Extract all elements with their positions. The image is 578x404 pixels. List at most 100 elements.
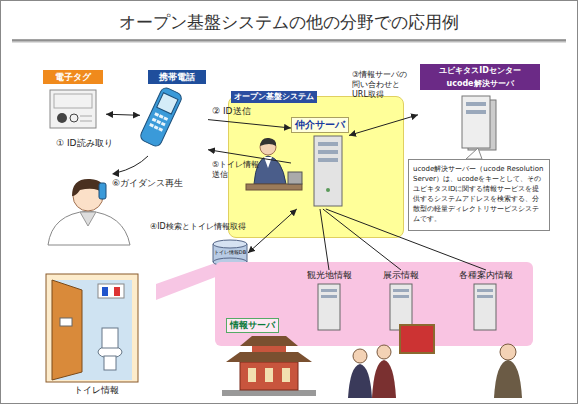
operator-head <box>260 139 276 155</box>
server-slot <box>321 295 337 298</box>
node-text: 仲介サーバ <box>291 117 349 133</box>
node-text: ユビキタスIDセンター <box>420 64 540 77</box>
toilet-seat <box>98 346 122 358</box>
phone-screen <box>157 93 178 114</box>
connector <box>208 120 291 128</box>
visitor-head <box>353 349 367 363</box>
visitor-head <box>377 345 391 359</box>
tag-line <box>80 116 92 117</box>
sign-woman <box>114 287 120 296</box>
sign-man <box>102 287 108 296</box>
callout-box: ucode解決サーバー（ucode Resolution Server）は、uc… <box>408 159 550 231</box>
callout-number: ⑥ガイダンス再生 <box>112 178 183 189</box>
node-text: トイレ情報DB <box>212 249 248 255</box>
phone-key <box>149 123 154 127</box>
connector <box>326 209 486 270</box>
guidance-arrow <box>112 156 148 177</box>
tag-field <box>54 94 92 108</box>
phone-at-ear <box>99 183 106 199</box>
visitor-body <box>348 364 372 398</box>
server-back <box>468 100 496 150</box>
visitor-head <box>500 344 516 360</box>
temple-window <box>282 368 290 382</box>
ucode-server-illustration <box>462 96 496 150</box>
person-on-phone <box>48 179 130 245</box>
tag-antenna <box>70 114 78 122</box>
title-shadow <box>12 40 566 43</box>
phone-key <box>163 116 168 120</box>
callout-number: ① ID読み取り <box>56 138 113 149</box>
connector <box>208 150 291 163</box>
person-hair <box>72 179 104 196</box>
server-slot <box>466 102 486 106</box>
toilet-sign <box>98 284 124 298</box>
temple-window <box>248 368 256 382</box>
tag-line <box>80 121 92 122</box>
temple-upper <box>252 346 286 352</box>
node-text: ucode解決サーバ <box>420 77 540 90</box>
broker-server-illustration <box>314 136 342 206</box>
info-server-node: 各種案内情報 <box>446 270 526 336</box>
temple-illustration <box>222 336 316 396</box>
person-head <box>73 181 103 211</box>
open-door <box>52 280 82 380</box>
tag-chip <box>57 113 67 123</box>
connector <box>323 209 401 270</box>
info-server-region: 情報サーバ観光地情報展示情報各種案内情報 <box>215 262 533 346</box>
server-slot <box>477 289 493 292</box>
temple-roof <box>240 336 298 346</box>
cylinder-side <box>213 244 214 262</box>
temple-window <box>265 368 273 382</box>
door-tag <box>60 318 72 326</box>
broker-server-node: 仲介サーバ <box>291 117 349 209</box>
diagram-title: オープン基盤システムの他の分野での応用例 <box>0 12 578 32</box>
server-slot <box>393 289 409 292</box>
tag-card <box>50 90 96 128</box>
node-text: 各種案内情報 <box>446 270 526 281</box>
visitors-illustration <box>348 325 522 398</box>
toilet-node: トイレ情報 <box>36 268 156 402</box>
platform-region: オープン基盤システム仲介サーバ <box>228 96 404 238</box>
info-server-illustrations <box>318 284 496 330</box>
person-body <box>48 211 130 245</box>
temple-base <box>222 390 316 396</box>
server-slot <box>393 295 409 298</box>
phone-node: 携帯電話 <box>140 68 208 154</box>
server-slot <box>318 142 338 146</box>
server-tower <box>462 96 490 148</box>
phone-key <box>154 112 159 116</box>
mobile-phone-illustration <box>139 86 183 148</box>
connector <box>349 115 418 136</box>
door-frame <box>46 274 138 382</box>
desk <box>246 184 302 190</box>
cylinder-side <box>247 244 248 262</box>
operator-at-desk <box>246 138 302 190</box>
cylinder-top <box>213 240 247 248</box>
callout-pointer <box>466 148 482 159</box>
node-text: ucode解決サーバー（ucode Resolution Server）は、uc… <box>413 164 545 224</box>
guidance-head <box>112 169 119 177</box>
operator-shirt <box>264 157 272 168</box>
rfid-tag-illustration <box>50 90 96 128</box>
node-text: 携帯電話 <box>148 70 206 84</box>
info-server-node: 展示情報 <box>372 270 430 336</box>
operator-body <box>254 156 286 184</box>
node-text: トイレ情報 <box>36 385 156 396</box>
server-slot <box>321 289 337 292</box>
node-text: オープン基盤システム <box>231 91 317 103</box>
phone-key <box>161 122 166 126</box>
tag-node: 電子タグ <box>40 68 106 134</box>
phone-key <box>158 127 163 131</box>
connector <box>320 209 329 270</box>
server-tower <box>314 136 342 206</box>
server-slot <box>477 295 493 298</box>
toilet-base <box>104 356 116 370</box>
server-led <box>326 188 330 192</box>
toilet-room <box>52 280 132 380</box>
connector <box>248 209 297 253</box>
node-text: 展示情報 <box>372 270 430 281</box>
painting <box>400 325 434 353</box>
